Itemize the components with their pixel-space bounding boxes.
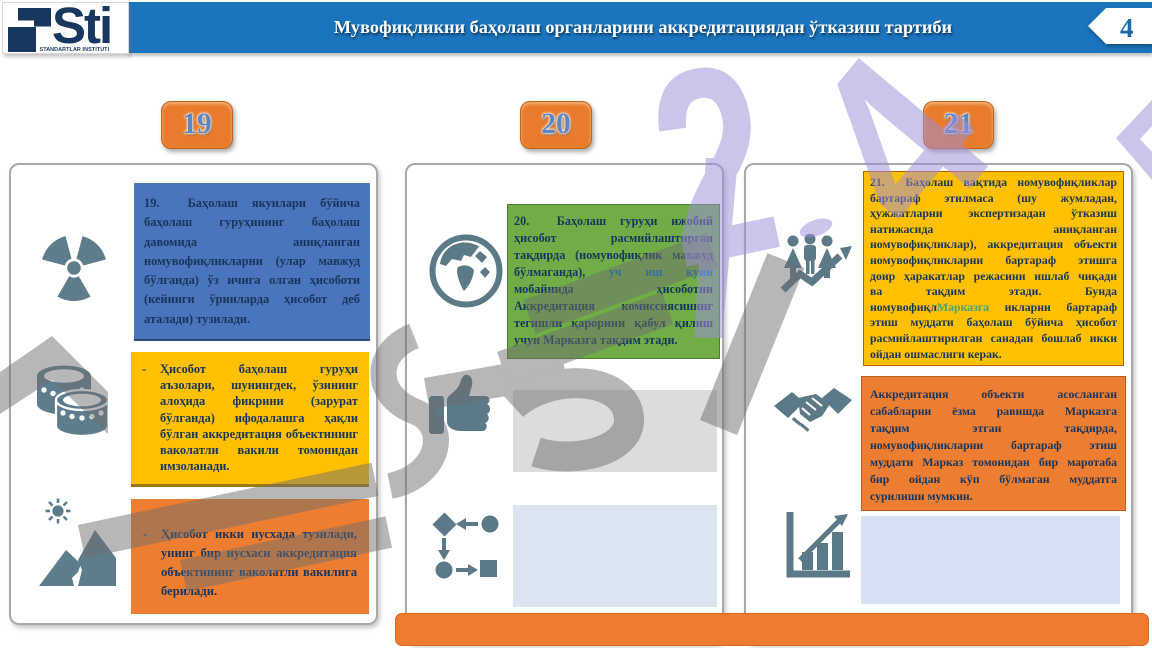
svg-text:Sti: Sti — [52, 3, 111, 53]
svg-text:4: 4 — [1120, 13, 1134, 43]
svg-text:STANDARTLAR INSTITUTI: STANDARTLAR INSTITUTI — [40, 47, 110, 53]
